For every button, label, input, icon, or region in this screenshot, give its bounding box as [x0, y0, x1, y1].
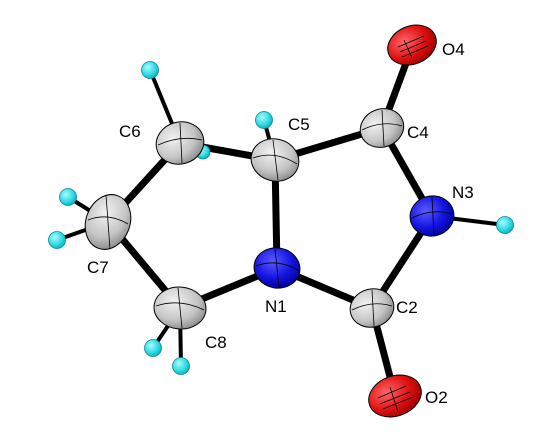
atom-h-c8b — [172, 357, 190, 375]
atom-h-c8a — [144, 339, 162, 357]
atom-c4 — [359, 108, 405, 148]
atom-h-c7b — [48, 231, 66, 249]
atom-n3 — [409, 195, 455, 237]
atom-h-c6a — [141, 61, 159, 79]
hydrogen-atoms — [48, 61, 514, 375]
label-c2: C2 — [396, 298, 418, 317]
label-o4: O4 — [442, 40, 465, 59]
atom-c5 — [250, 138, 300, 182]
atom-o4 — [387, 24, 437, 66]
atom-h-c5 — [255, 111, 273, 129]
atom-h-n3 — [496, 216, 514, 234]
atom-n1 — [253, 247, 301, 289]
label-c5: C5 — [288, 115, 310, 134]
atom-labels: O4 C4 C5 C6 N3 C7 N1 C2 C8 O2 — [87, 40, 474, 407]
label-n3: N3 — [452, 183, 474, 202]
label-c4: C4 — [407, 123, 429, 142]
heavy-atoms — [84, 24, 455, 418]
atom-c6 — [155, 121, 205, 165]
label-o2: O2 — [425, 388, 448, 407]
atom-o2 — [368, 374, 422, 418]
label-c8: C8 — [205, 333, 227, 352]
label-c7: C7 — [87, 258, 109, 277]
atom-c7 — [84, 194, 132, 250]
label-c6: C6 — [119, 122, 141, 141]
atom-c2 — [349, 288, 395, 328]
atom-c8 — [153, 286, 207, 330]
label-n1: N1 — [265, 297, 287, 316]
atom-h-c7a — [59, 188, 77, 206]
